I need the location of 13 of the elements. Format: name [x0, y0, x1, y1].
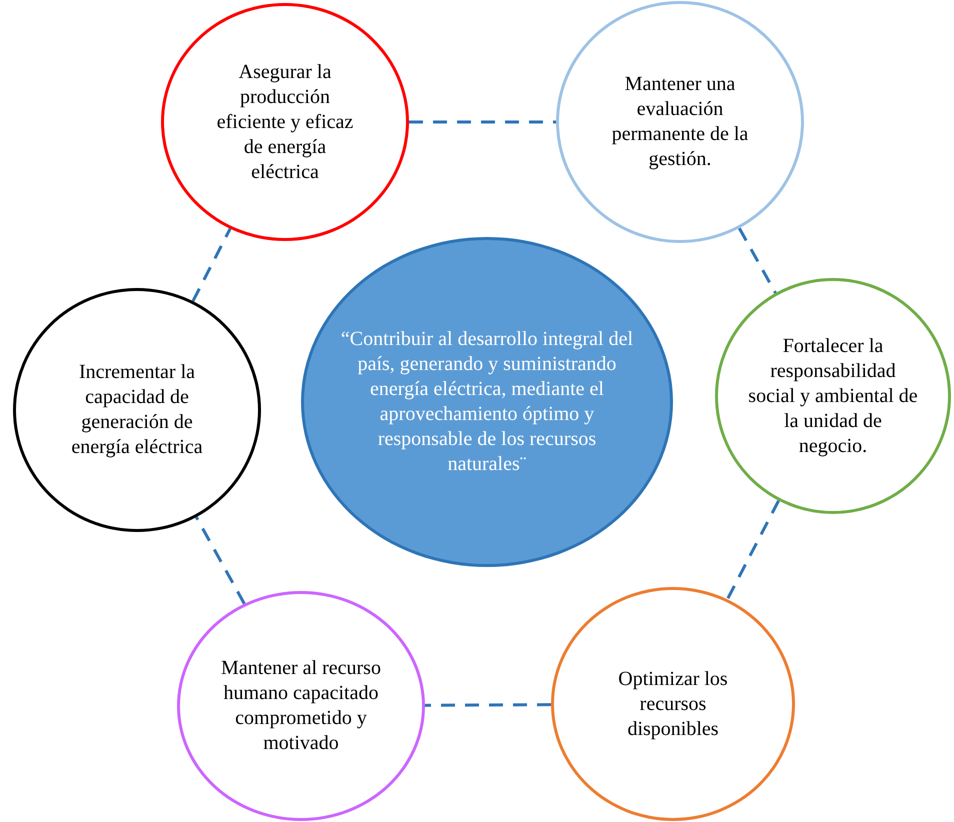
objective-text: Optimizar los recursos disponibles	[617, 666, 729, 742]
objective-text: Mantener una evaluación permanente de la gestión.	[610, 72, 750, 172]
dashed-connector	[738, 228, 777, 294]
dashed-connector	[192, 228, 232, 302]
dashed-connector	[726, 500, 780, 600]
dashed-connector	[195, 516, 246, 604]
objective-text: Asegurar la producción eficiente y eficaz de energía eléctrica	[216, 60, 354, 184]
mission-text: “Contribuir al desarrollo integral del país, generando y suministrando energía eléctrica, mediante el aprovechamiento óptimo y responsable de los recursos naturales¨	[340, 327, 634, 477]
dashed-connector	[409, 120, 556, 124]
objective-text: Mantener al recurso humano capacitado comprometido y motivado	[220, 656, 382, 756]
objective-text: Incrementar la capacidad de generación de energía eléctrica	[70, 360, 204, 460]
objective-text: Fortalecer la responsabilidad social y ambiental de la unidad de negocio.	[748, 334, 918, 458]
dashed-connector	[424, 703, 552, 707]
